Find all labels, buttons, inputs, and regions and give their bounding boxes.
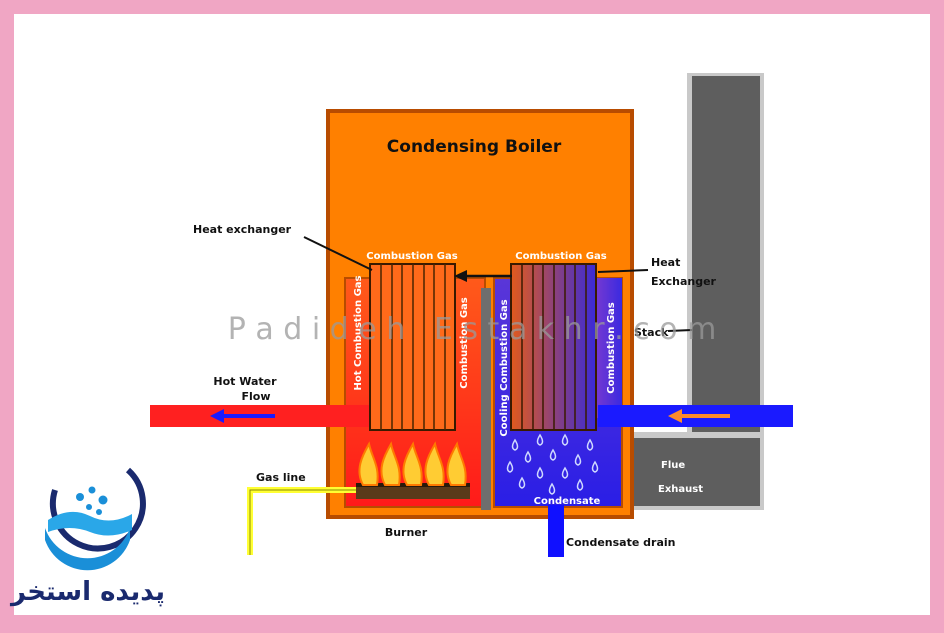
label-gas-line: Gas line <box>256 471 306 484</box>
heat-exchanger-left <box>369 263 456 431</box>
center-divider <box>481 288 491 510</box>
return-strip <box>594 278 622 418</box>
condensate-drain-pipe <box>548 505 564 557</box>
hot-flow-arrow <box>210 409 275 423</box>
label-condensate-drain: Condensate drain <box>566 536 675 549</box>
logo-text: پدیده استخر <box>9 577 165 607</box>
label-heat-exchanger-left: Heat exchanger <box>193 223 292 236</box>
label-cooling-combustion-gas: Cooling Combustion Gas <box>499 299 510 436</box>
label-combustion-gas-left: Combustion Gas <box>366 251 457 262</box>
flames <box>358 441 467 486</box>
gas-transfer-arrow <box>454 270 512 282</box>
label-hot-combustion-gas: Hot Combustion Gas <box>353 275 364 390</box>
heat-exchanger-right-leader <box>597 269 649 273</box>
label-return-2: Flow <box>643 391 669 402</box>
label-combustion-gas-center: Combustion Gas <box>459 297 470 388</box>
label-hot-water-1: Hot Water <box>213 375 277 388</box>
label-combustion-gas-right: Combustion Gas <box>515 251 606 262</box>
logo-emblem <box>45 467 146 571</box>
condensate-droplets <box>506 433 599 495</box>
label-return-1: Return <box>637 377 675 388</box>
watermark: P a d i d e h E s t a k h r . c o m <box>228 312 717 347</box>
heat-exchanger-left-leader <box>303 236 373 271</box>
label-hot-water-2: Flow <box>241 390 270 403</box>
label-stack: Stack <box>634 326 669 339</box>
return-flow-arrow <box>668 409 730 423</box>
stack <box>622 73 764 510</box>
label-heat-exchanger-right-2: Exchanger <box>651 275 717 288</box>
label-burner: Burner <box>385 526 428 539</box>
diagram-title: Condensing Boiler <box>387 137 562 157</box>
label-combustion-gas-vertical-right: Combustion Gas <box>606 302 617 393</box>
heat-exchanger-right <box>510 263 597 431</box>
logo: پدیده استخر <box>9 467 165 607</box>
label-exhaust: Exhaust <box>658 484 703 495</box>
label-heat-exchanger-right-1: Heat <box>651 256 680 269</box>
stack-leader <box>667 329 693 332</box>
label-condensate: Condensate <box>534 496 601 507</box>
label-flue: Flue <box>661 460 685 471</box>
